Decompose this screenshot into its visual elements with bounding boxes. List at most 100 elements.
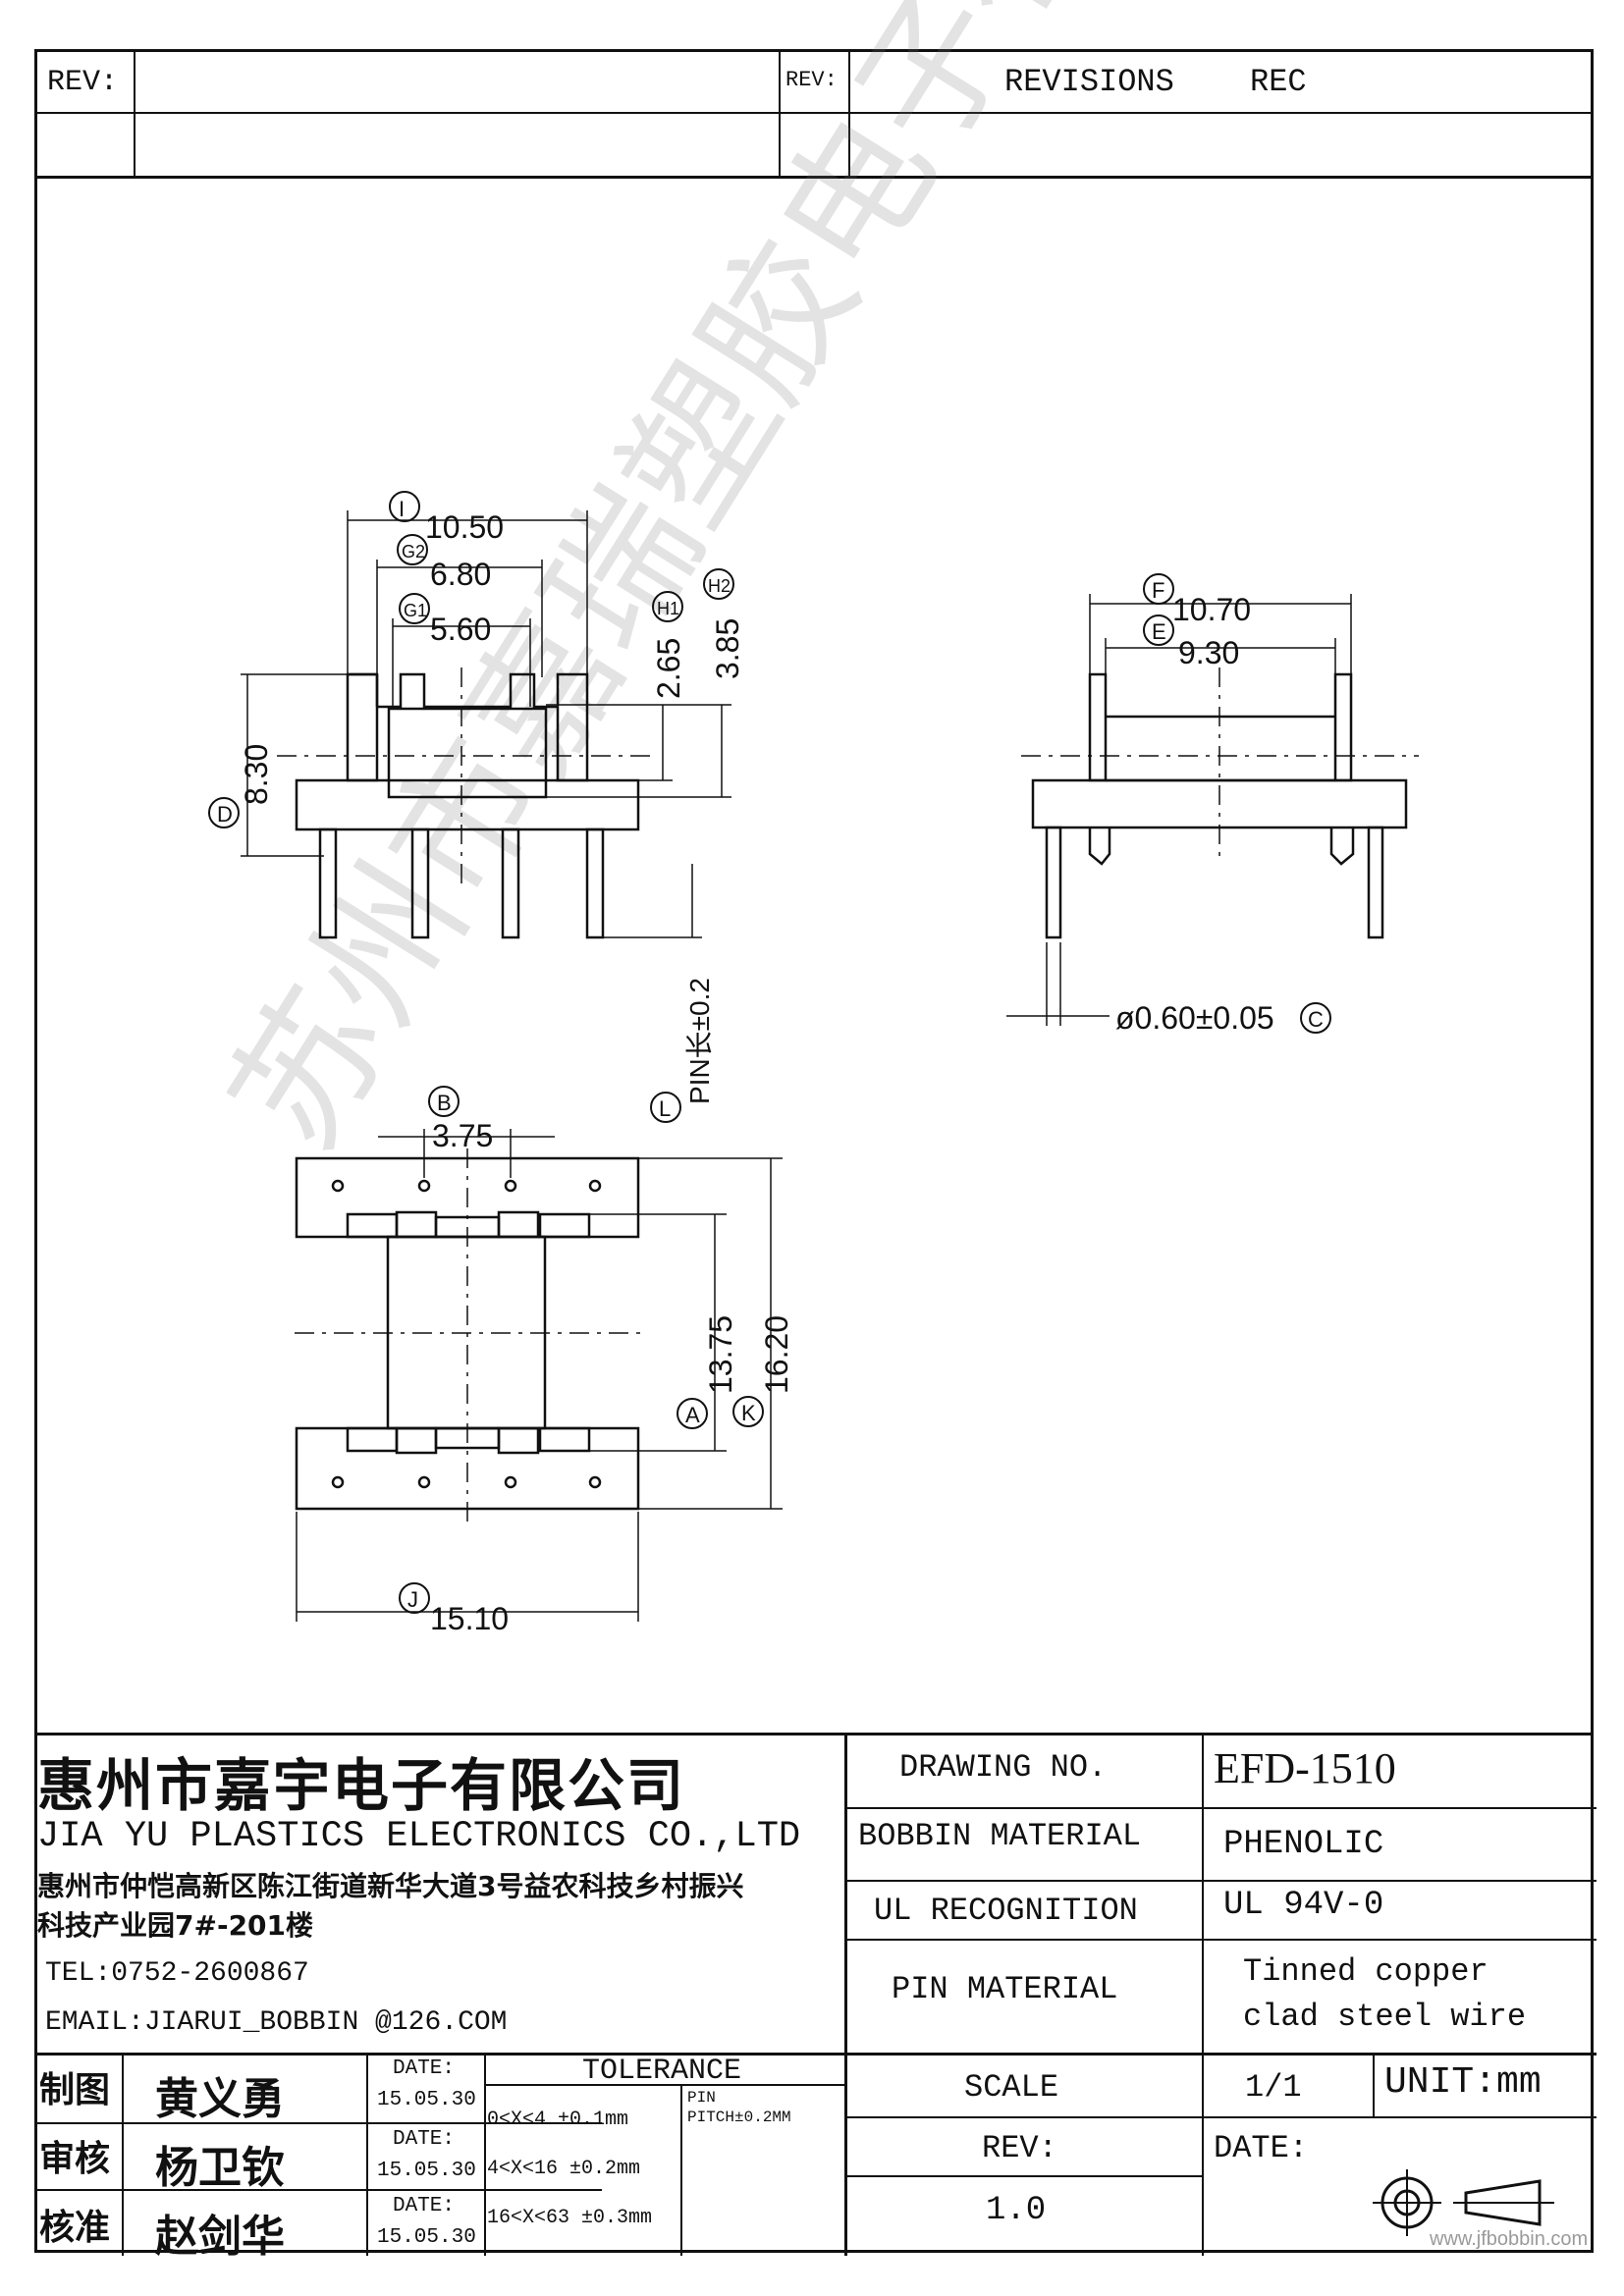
- dim-label: 10.70: [1172, 592, 1251, 627]
- top-view: [241, 510, 731, 939]
- role-drafter: 制图: [39, 2070, 111, 2110]
- divider: [484, 2053, 486, 2256]
- ref-label: I: [399, 497, 405, 521]
- ul-label: UL RECOGNITION: [874, 1893, 1138, 1929]
- scale-value: 1/1: [1245, 2069, 1302, 2106]
- ref-label: G1: [404, 601, 427, 620]
- address-line-2: 科技产业园7#-201楼: [37, 1909, 314, 1942]
- dim-label: 3.85: [710, 618, 745, 679]
- tolerance-row: 16<X<63 ±0.3mm: [487, 2207, 653, 2229]
- divider: [134, 52, 135, 176]
- pin-diameter-label: ø0.60±0.05: [1115, 1000, 1274, 1036]
- divider: [37, 112, 1591, 114]
- dim-label: 3.75: [432, 1118, 493, 1153]
- pin-length-label: PIN长±0.2: [684, 978, 715, 1104]
- role-approver: 核准: [39, 2208, 111, 2248]
- ref-label: J: [407, 1587, 418, 1612]
- dim-label: 16.20: [759, 1315, 794, 1394]
- date-checker: 15.05.30: [377, 2160, 476, 2182]
- ref-label: L: [659, 1096, 671, 1121]
- website-watermark: www.jfbobbin.com: [1430, 2228, 1589, 2250]
- rev-label-left: REV:: [47, 66, 119, 99]
- projection-symbol-icon: [1373, 2169, 1554, 2236]
- email: EMAIL:JIARUI_BOBBIN @126.COM: [45, 2007, 508, 2038]
- ref-label: E: [1152, 619, 1166, 644]
- divider: [1202, 2116, 1597, 2118]
- rev-label: REV:: [982, 2130, 1057, 2166]
- revisions-label: REVISIONS: [1004, 64, 1174, 100]
- ref-label: K: [741, 1401, 756, 1425]
- ref-label: B: [437, 1091, 452, 1115]
- divider: [366, 2053, 368, 2256]
- ref-label: H1: [657, 599, 679, 618]
- watermark-text: 苏州市嘉瑞塑胶电子有限公司: [201, 0, 1356, 1175]
- date-label: DATE:: [393, 2057, 456, 2080]
- rec-label: REC: [1250, 64, 1307, 100]
- pin-pitch-line-2: PITCH±0.2MM: [687, 2109, 791, 2126]
- divider: [844, 1807, 1597, 1809]
- company-name-cn: 惠州市嘉宇电子有限公司: [37, 1752, 686, 1819]
- pin-material-line-1: Tinned copper: [1243, 1953, 1489, 1990]
- ref-label: C: [1308, 1007, 1324, 1032]
- top-view-labels: I 10.50 G2 6.80 G1 5.60 H1 2.65 H2 3.85 …: [208, 491, 745, 1123]
- bobbin-material-label: BOBBIN MATERIAL: [858, 1818, 1142, 1854]
- dim-label: 8.30: [239, 744, 274, 805]
- divider: [779, 52, 781, 176]
- ref-label: G2: [402, 542, 425, 561]
- bobbin-material: PHENOLIC: [1223, 1826, 1384, 1863]
- tolerance-row: 4<X<16 ±0.2mm: [487, 2158, 641, 2180]
- divider: [1373, 2053, 1375, 2118]
- divider: [844, 2116, 1202, 2118]
- divider: [37, 2122, 602, 2124]
- side-view-labels: F 10.70 E 9.30 ø0.60±0.05 C: [1115, 573, 1331, 1036]
- pin-material-label: PIN MATERIAL: [892, 1971, 1118, 2007]
- unit-label: UNIT:mm: [1384, 2061, 1542, 2104]
- company-name-en: JIA YU PLASTICS ELECTRONICS CO.,LTD: [37, 1816, 801, 1857]
- side-view: [1006, 594, 1419, 1026]
- divider: [848, 52, 850, 176]
- ul-value: UL 94V-0: [1223, 1887, 1384, 1924]
- watermark: 苏州市嘉瑞塑胶电子有限公司: [201, 0, 1356, 1175]
- tolerance-label: TOLERANCE: [582, 2055, 742, 2088]
- date-label: DATE:: [393, 2195, 456, 2217]
- divider: [844, 1880, 1597, 1882]
- ref-label: A: [685, 1403, 700, 1427]
- role-checker: 审核: [39, 2139, 111, 2179]
- bottom-view-labels: B 3.75 A 13.75 K 16.20 J 15.10: [399, 1086, 794, 1636]
- address-line-1: 惠州市仲恺高新区陈江街道新华大道3号益农科技乡村振兴: [37, 1870, 744, 1902]
- date-label: DATE:: [393, 2128, 456, 2151]
- tolerance-row: 0<X<4 ±0.1mm: [487, 2109, 629, 2131]
- name-drafter: 黄义勇: [155, 2074, 285, 2124]
- divider: [484, 2084, 844, 2086]
- dim-label: 6.80: [430, 557, 491, 592]
- date-drafter: 15.05.30: [377, 2089, 476, 2111]
- bottom-view: [295, 1129, 783, 1622]
- dim-label: 9.30: [1178, 635, 1239, 670]
- dim-label: 5.60: [430, 612, 491, 647]
- divider: [122, 2053, 124, 2256]
- ref-label: H2: [708, 576, 731, 596]
- divider: [37, 2189, 602, 2191]
- dim-label: 15.10: [430, 1601, 509, 1636]
- dim-label: 2.65: [651, 638, 686, 699]
- divider: [37, 2053, 844, 2056]
- divider: [844, 1939, 1597, 1941]
- date-approver: 15.05.30: [377, 2226, 476, 2249]
- name-approver: 赵剑华: [155, 2212, 285, 2262]
- name-checker: 杨卫钦: [155, 2143, 285, 2193]
- title-block: 惠州市嘉宇电子有限公司 JIA YU PLASTICS ELECTRONICS …: [37, 1733, 1597, 2262]
- divider: [1202, 1735, 1204, 2256]
- ref-label: D: [217, 802, 233, 827]
- ref-label: F: [1152, 578, 1164, 603]
- rev-label-right: REV:: [785, 68, 838, 92]
- revision-block: REV: REV: REVISIONS REC: [37, 52, 1591, 179]
- drawing-area: 苏州市嘉瑞塑胶电子有限公司 I: [201, 0, 1419, 1636]
- divider: [844, 2053, 1597, 2056]
- drawing-no-label: DRAWING NO.: [899, 1749, 1108, 1786]
- divider: [844, 1735, 847, 2256]
- divider: [844, 2175, 1202, 2177]
- date-label-main: DATE:: [1214, 2130, 1309, 2166]
- drawing-no: EFD-1510: [1214, 1744, 1396, 1792]
- scale-label: SCALE: [964, 2069, 1059, 2106]
- pin-pitch-line-1: PIN: [687, 2089, 716, 2107]
